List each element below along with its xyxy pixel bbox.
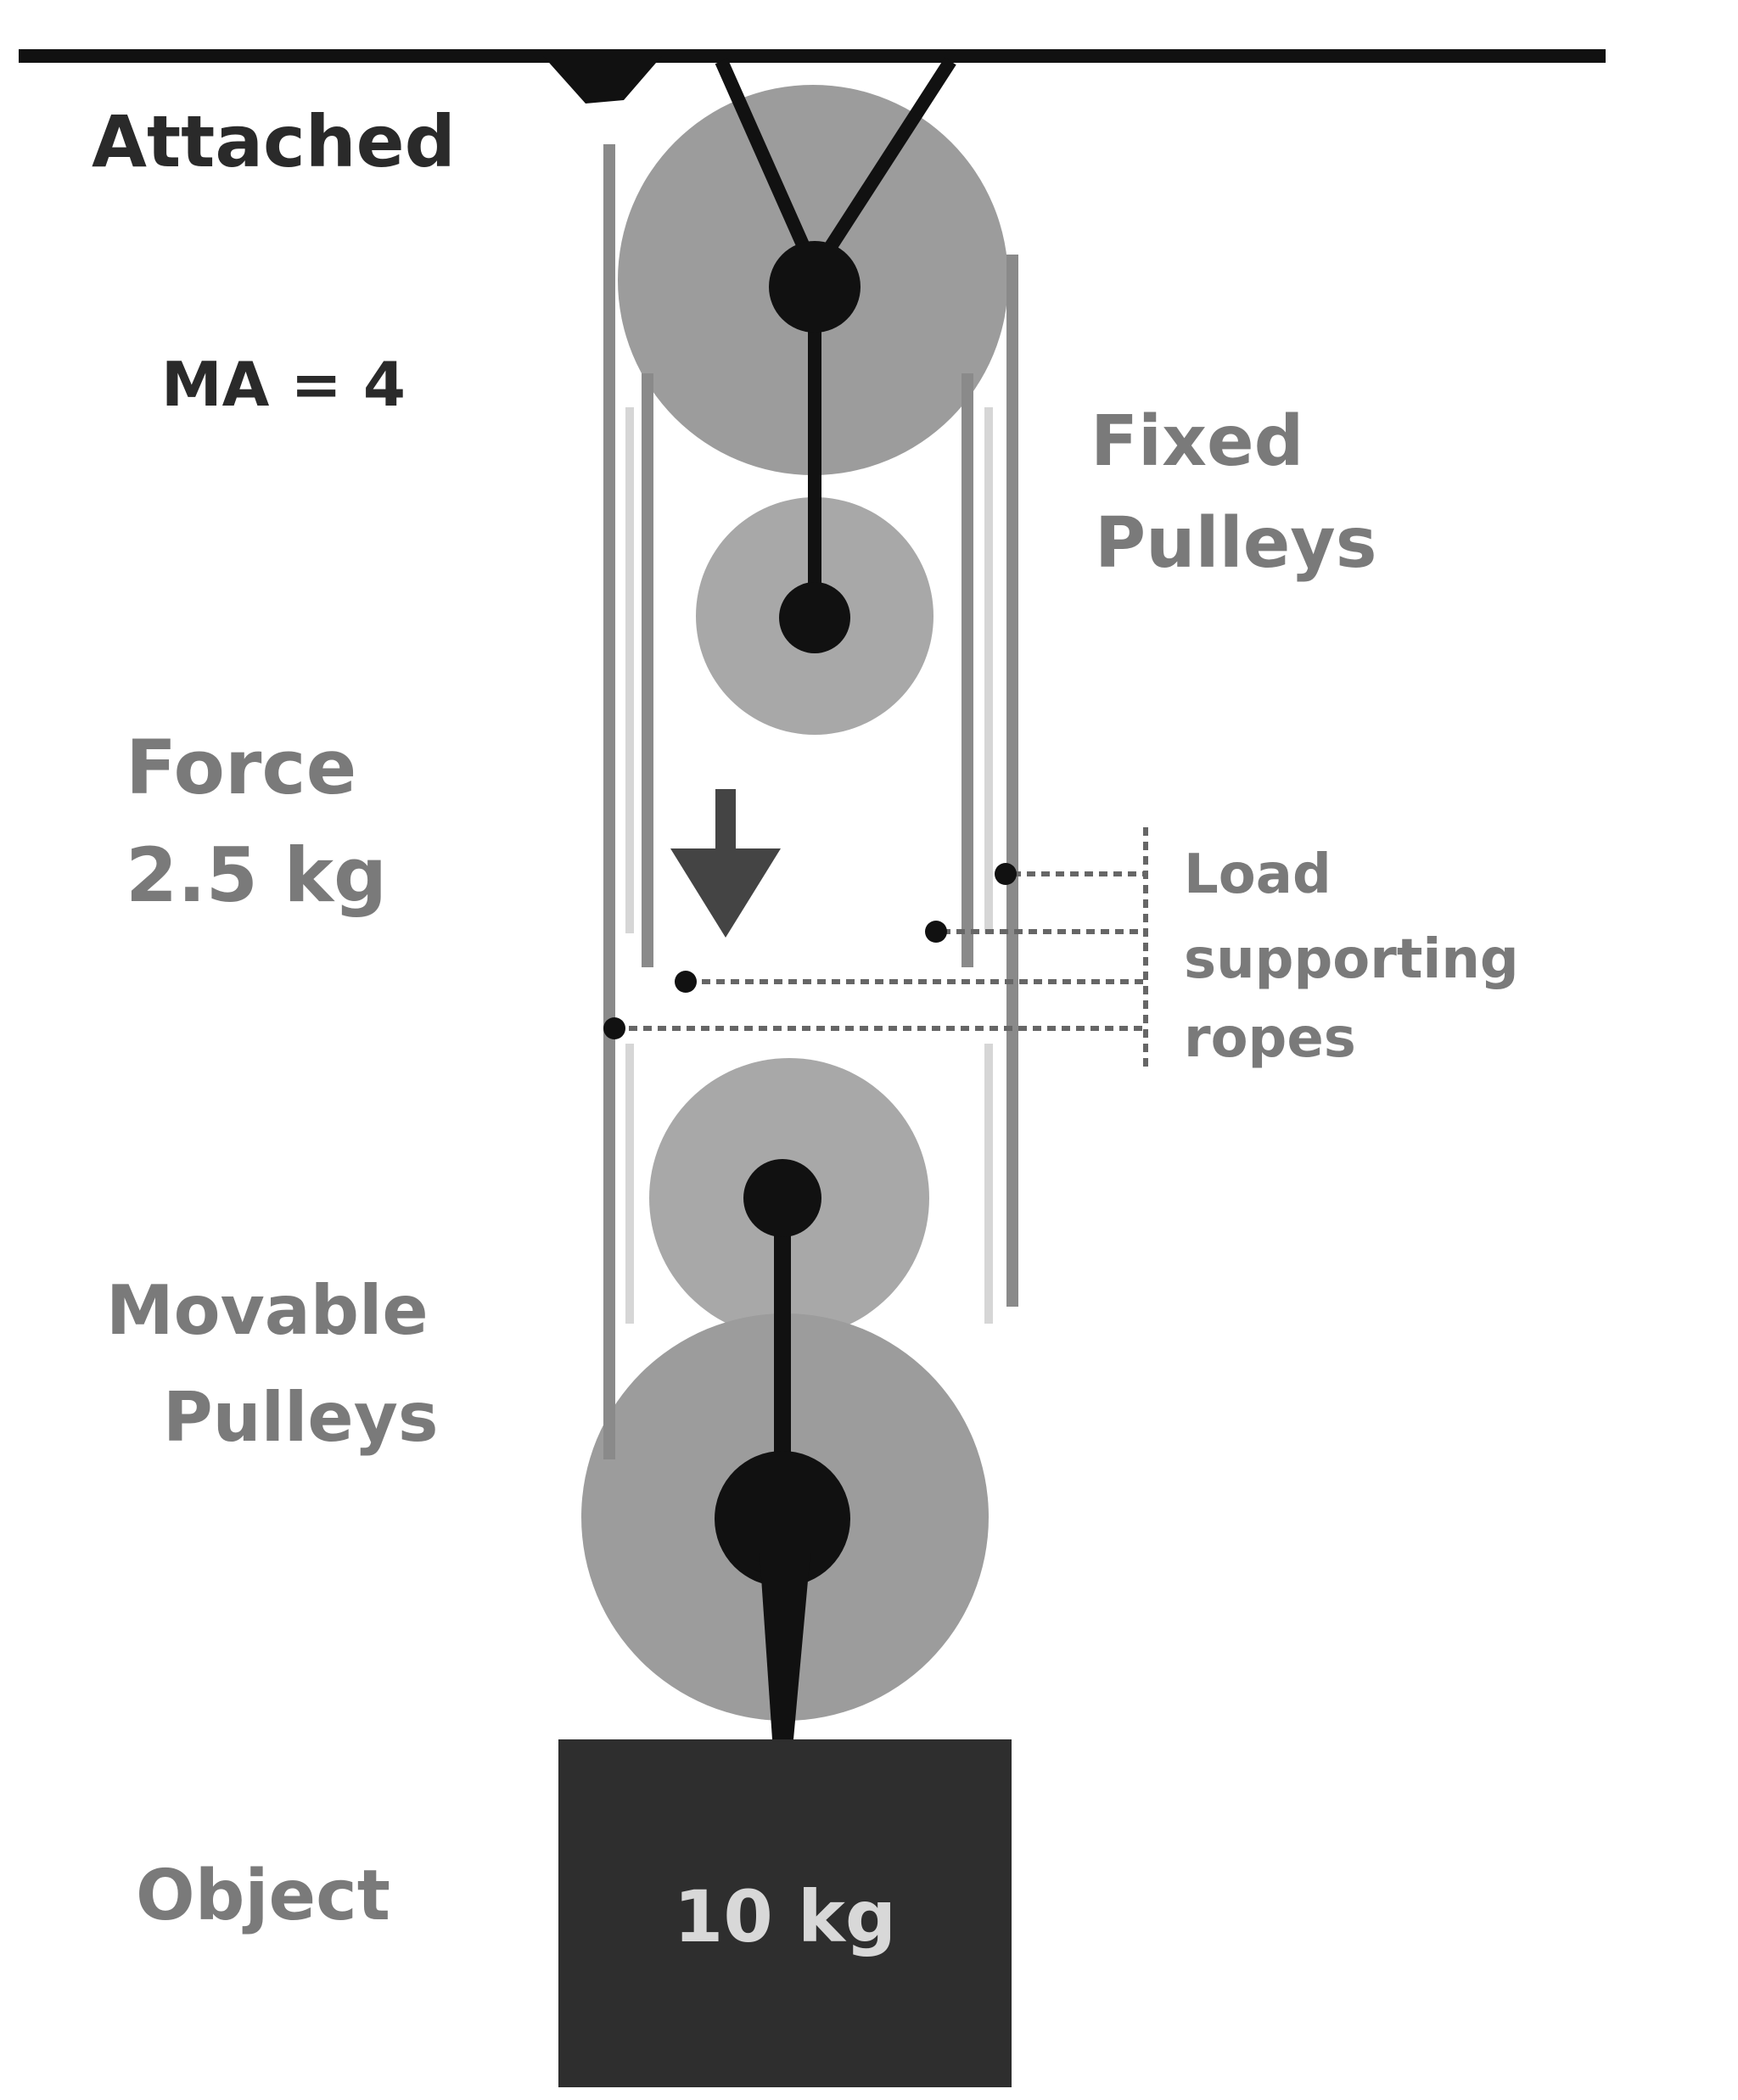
load-rope-pointers [614, 827, 1148, 1071]
force-label-line2: 2.5 kg [126, 832, 387, 919]
movable-pulleys-label-line1: Movable [106, 1271, 429, 1350]
movable-pulley-hub-top [743, 1159, 821, 1237]
fixed-pulleys-label-line1: Fixed [1090, 401, 1304, 482]
object-block [558, 1739, 1012, 2087]
force-arrow-icon [670, 789, 781, 938]
movable-pulley-hub-bottom [715, 1451, 850, 1587]
fixed-axle-bar [808, 280, 821, 619]
load-ropes-label-line3: ropes [1184, 1007, 1356, 1070]
force-label-line1: Force [126, 724, 356, 811]
mechanical-advantage-label: MA = 4 [161, 349, 406, 420]
load-ropes-label-line1: Load [1184, 843, 1332, 906]
rope-end-star-icon [603, 863, 1017, 1039]
attached-label: Attached [92, 100, 456, 183]
pulley-ropes [603, 144, 1018, 1459]
movable-pulleys-label-line2: Pulleys [163, 1378, 438, 1457]
movable-axle-bar [774, 1196, 791, 1519]
ceiling-mount-left [543, 56, 662, 104]
fixed-pulleys-label-line2: Pulleys [1095, 503, 1377, 584]
object-label: Object [136, 1856, 390, 1936]
object-weight-label: 10 kg [674, 1875, 896, 1958]
object-hook [760, 1553, 810, 1739]
load-ropes-label-line2: supporting [1184, 928, 1519, 991]
fixed-pulley-hub-bottom [779, 582, 850, 653]
fixed-pulley-hub-top [769, 241, 861, 333]
ceiling-beam [19, 49, 1606, 63]
